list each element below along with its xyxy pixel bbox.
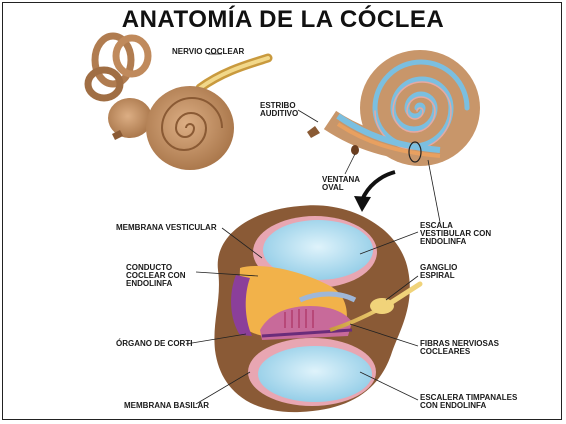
stapes: [307, 126, 320, 138]
label-escalera-line2: CON ENDOLINFA: [420, 402, 486, 410]
label-nervio-coclear: NERVIO COCLEAR: [172, 48, 244, 56]
vestibule: [108, 98, 152, 138]
label-membrana-basilar: MEMBRANA BASILAR: [124, 402, 209, 410]
label-ganglio-line2: ESPIRAL: [420, 272, 455, 280]
label-escala-line3: ENDOLINFA: [420, 238, 466, 246]
label-ventana-line2: OVAL: [322, 184, 344, 192]
label-membrana-vesticular: MEMBRANA VESTICULAR: [116, 224, 217, 232]
scala-tympani: [258, 346, 372, 402]
label-organo-corti: ÓRGANO DE CORTI: [116, 340, 192, 348]
inner-ear-external-view: [88, 36, 268, 170]
label-fibras-line2: COCLEARES: [420, 348, 470, 356]
oval-window: [351, 145, 359, 155]
label-conducto-line3: ENDOLINFA: [126, 280, 172, 288]
label-estribo-line2: AUDITIVO: [260, 110, 298, 118]
zoom-arrow: [354, 172, 395, 212]
cochlear-duct-cross-section: [214, 205, 420, 412]
cochlea-section-view: [307, 50, 480, 166]
